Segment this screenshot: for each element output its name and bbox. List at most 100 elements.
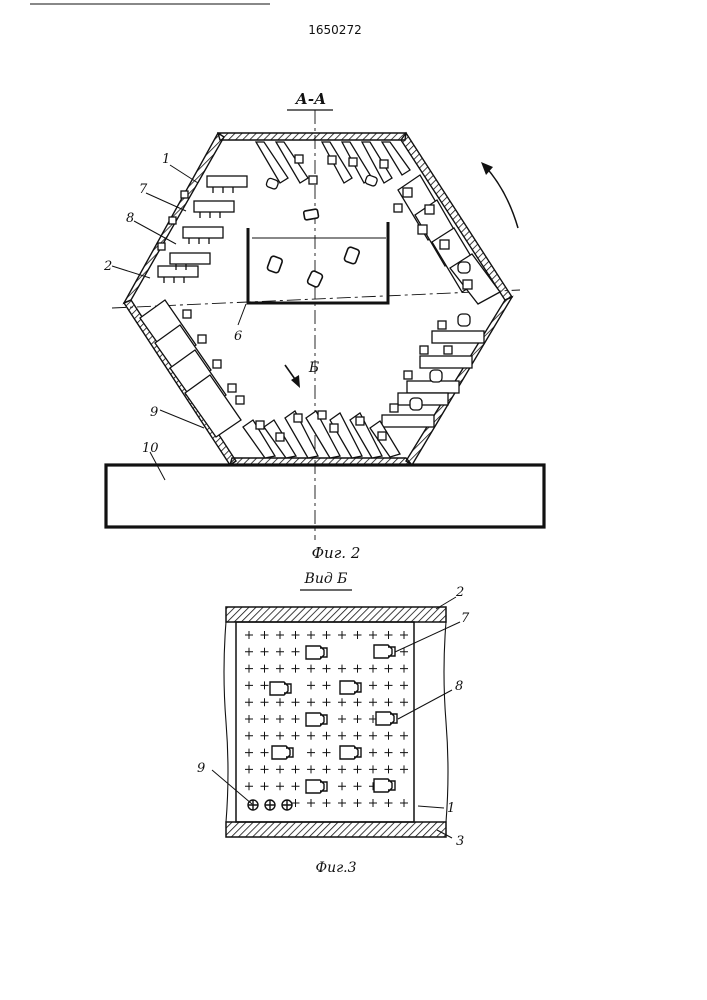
pin-mark <box>245 665 253 673</box>
pin-mark <box>276 698 284 706</box>
label-6: 6 <box>234 329 242 344</box>
pin-mark <box>307 765 315 773</box>
pin-mark <box>354 715 362 723</box>
pin-mark <box>385 698 393 706</box>
pin-mark <box>261 732 269 740</box>
pin-mark <box>354 782 362 790</box>
pin-mark <box>245 782 253 790</box>
pin-mark <box>354 698 362 706</box>
circular-pins <box>248 800 292 810</box>
rotation-arrow <box>484 165 518 228</box>
pin-mark <box>385 681 393 689</box>
pin-mark <box>245 765 253 773</box>
pin-mark <box>354 732 362 740</box>
pin-mark <box>369 631 377 639</box>
pin-mark <box>385 631 393 639</box>
pin-mark <box>369 698 377 706</box>
pin-mark <box>323 799 331 807</box>
rail-bottom <box>226 822 446 837</box>
base-platform <box>106 465 544 527</box>
view-title: Вид Б <box>304 571 348 587</box>
pin-mark <box>307 681 315 689</box>
break-line-left <box>224 622 228 822</box>
pin-mark <box>292 799 300 807</box>
pin-mark <box>323 698 331 706</box>
pin-mark <box>261 665 269 673</box>
pin-mark <box>292 648 300 656</box>
pin-mark <box>400 665 408 673</box>
pin-mark <box>323 681 331 689</box>
pin-mark <box>276 631 284 639</box>
figure-2: А-А <box>103 90 544 562</box>
pin-mark <box>338 782 346 790</box>
pin-mark <box>245 732 253 740</box>
patent-number: 1650272 <box>308 23 361 37</box>
pin-mark <box>369 681 377 689</box>
pin-mark <box>400 799 408 807</box>
section-label: А-А <box>295 90 327 108</box>
pin-mark <box>369 732 377 740</box>
pin-mark <box>276 782 284 790</box>
pin-mark <box>276 732 284 740</box>
pin-mark <box>292 698 300 706</box>
pin-mark <box>354 765 362 773</box>
pin-mark <box>400 749 408 757</box>
pin-mark <box>245 715 253 723</box>
pin-mark <box>323 765 331 773</box>
pin-mark <box>292 715 300 723</box>
pin-mark <box>261 765 269 773</box>
view-b-label: Б <box>308 360 319 376</box>
pin-mark <box>385 765 393 773</box>
pin-mark <box>400 732 408 740</box>
pin-mark <box>354 665 362 673</box>
fig3-label-9: 9 <box>197 761 205 776</box>
pin-mark <box>323 749 331 757</box>
pin-mark <box>276 648 284 656</box>
pin-mark <box>323 665 331 673</box>
fig3-label-8: 8 <box>455 679 463 694</box>
view-b-arrow-head <box>291 375 300 388</box>
pin-mark <box>369 799 377 807</box>
pin-mark <box>292 631 300 639</box>
fig3-fixtures <box>270 645 397 793</box>
pin-mark <box>323 732 331 740</box>
pin-mark <box>307 698 315 706</box>
rail-top <box>226 607 446 622</box>
pin-mark <box>245 648 253 656</box>
pin-mark <box>292 765 300 773</box>
pin-mark <box>338 631 346 639</box>
pin-mark <box>354 799 362 807</box>
pin-mark <box>385 749 393 757</box>
pin-mark <box>338 765 346 773</box>
parts-in-container <box>267 209 360 288</box>
pin-mark <box>261 749 269 757</box>
pin-mark <box>307 732 315 740</box>
pin-mark <box>276 765 284 773</box>
pin-mark <box>307 631 315 639</box>
pin-mark <box>261 631 269 639</box>
break-line-right <box>444 622 448 822</box>
pin-mark <box>261 715 269 723</box>
pin-mark <box>292 782 300 790</box>
pin-mark <box>385 732 393 740</box>
pin-mark <box>261 698 269 706</box>
figure-3: Вид Б <box>197 571 470 876</box>
label-1: 1 <box>162 152 170 167</box>
fig3-label-1: 1 <box>447 801 455 816</box>
label-9: 9 <box>150 405 158 420</box>
label-8: 8 <box>126 211 134 226</box>
label-10: 10 <box>142 441 159 456</box>
fig3-label-2: 2 <box>455 585 464 600</box>
pin-mark <box>276 665 284 673</box>
pin-mark <box>338 698 346 706</box>
pin-mark <box>245 631 253 639</box>
fixtures-top <box>256 142 410 190</box>
fixtures-upper-right <box>394 175 500 304</box>
pin-mark <box>400 765 408 773</box>
pin-mark <box>400 698 408 706</box>
fig3-label-7: 7 <box>461 611 470 626</box>
pin-mark <box>276 715 284 723</box>
pin-mark <box>323 631 331 639</box>
pin-mark <box>338 799 346 807</box>
